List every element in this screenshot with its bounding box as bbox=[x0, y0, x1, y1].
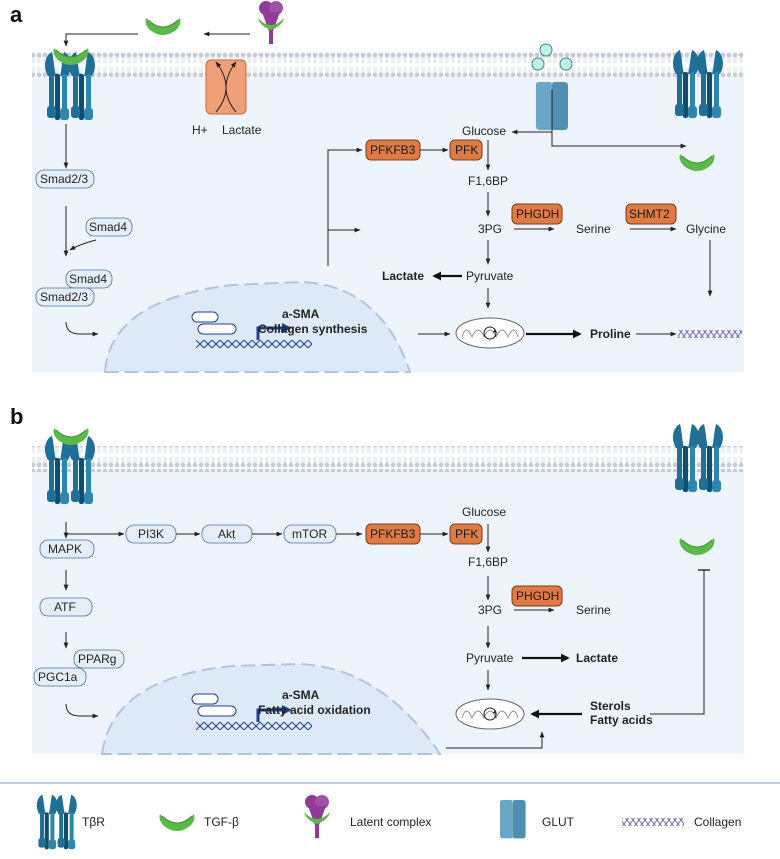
mapk-label: MAPK bbox=[48, 542, 82, 556]
mapk-box bbox=[39, 539, 95, 559]
legend-item-latent: Latent complex bbox=[304, 795, 431, 838]
lactate-transporter bbox=[205, 59, 247, 115]
fatty-acids-label: Fatty acids bbox=[590, 713, 653, 727]
pfk-box-b bbox=[449, 523, 483, 545]
nucleus-b-line1: a-SMA bbox=[282, 688, 320, 702]
panel-label-a: a bbox=[10, 2, 23, 27]
lactate-label-b: Lactate bbox=[576, 651, 618, 665]
smad4-top-box bbox=[85, 217, 133, 237]
pyruvate-label-b: Pyruvate bbox=[466, 651, 514, 665]
smad23-box bbox=[35, 169, 95, 189]
pfk-label-a: PFK bbox=[455, 143, 478, 157]
mitochondrion-icon bbox=[455, 698, 525, 730]
smad23-2-box bbox=[35, 287, 95, 307]
legend-item-glut: GLUT bbox=[500, 800, 575, 839]
proline-label: Proline bbox=[590, 327, 631, 341]
glucose-label-a: Glucose bbox=[462, 124, 506, 138]
pparg-label: PPARg bbox=[78, 652, 116, 666]
glucose-molecule-icon bbox=[539, 43, 553, 57]
membrane-a bbox=[32, 52, 744, 78]
membrane-b bbox=[32, 446, 744, 472]
smad23-label: Smad2/3 bbox=[40, 172, 88, 186]
serine-label-a: Serine bbox=[576, 222, 611, 236]
pyruvate-label-a: Pyruvate bbox=[466, 269, 514, 283]
shmt2-label: SHMT2 bbox=[629, 207, 670, 221]
phgdh-box-b bbox=[511, 585, 563, 607]
panel-a: a H+ Lactate Smad2/3 Smad4 bbox=[10, 1, 744, 373]
pgc1a-label: PGC1a bbox=[38, 670, 78, 684]
legend: TβR TGF-β Latent complex GLUT Collagen bbox=[37, 795, 741, 849]
receptor-icon bbox=[37, 795, 77, 849]
phgdh-box-a bbox=[511, 203, 563, 225]
mitochondrion-icon bbox=[455, 317, 525, 349]
glucose-molecule-icon bbox=[531, 57, 545, 71]
latent-complex-icon bbox=[304, 795, 330, 838]
akt-label: Akt bbox=[218, 527, 236, 541]
glucose-molecule-icon bbox=[559, 57, 573, 71]
pfkfb3-label-a: PFKFB3 bbox=[370, 143, 416, 157]
atf-box bbox=[39, 597, 93, 617]
pfk-label-b: PFK bbox=[455, 527, 478, 541]
nucleus-a-line2: Collagen synthesis bbox=[258, 322, 368, 336]
glycine-label: Glycine bbox=[686, 222, 726, 236]
pi3k-label: PI3K bbox=[138, 527, 164, 541]
tgf-beta-icon bbox=[53, 427, 89, 446]
legend-item-collagen: Collagen bbox=[622, 815, 741, 829]
legend-label-glut: GLUT bbox=[542, 815, 575, 829]
pparg-box bbox=[73, 649, 125, 669]
lactate-channel-label: Lactate bbox=[222, 123, 262, 137]
smad4-box bbox=[65, 269, 113, 289]
legend-item-tgf: TGF-β bbox=[159, 813, 239, 832]
atf-label: ATF bbox=[54, 600, 76, 614]
f16bp-label-b: F1,6BP bbox=[468, 555, 508, 569]
glucose-label-b: Glucose bbox=[462, 505, 506, 519]
smad4-top-label: Smad4 bbox=[89, 220, 127, 234]
panel-label-b: b bbox=[10, 404, 23, 429]
tgf-beta-icon bbox=[159, 813, 195, 832]
serine-label-b: Serine bbox=[576, 603, 611, 617]
latent-complex-icon bbox=[258, 1, 284, 44]
pfk-box-a bbox=[449, 139, 483, 161]
3pg-label-a: 3PG bbox=[478, 222, 502, 236]
pfkfb3-label-b: PFKFB3 bbox=[370, 527, 416, 541]
phgdh-label-b: PHGDH bbox=[516, 589, 559, 603]
lactate-label-a: Lactate bbox=[382, 269, 424, 283]
legend-label-tgf: TGF-β bbox=[204, 815, 239, 829]
smad23-2-label: Smad2/3 bbox=[40, 290, 88, 304]
legend-label-tbr: TβR bbox=[82, 815, 105, 829]
legend-label-latent: Latent complex bbox=[350, 815, 431, 829]
tgf-beta-icon bbox=[145, 17, 181, 36]
hplus-label: H+ bbox=[192, 123, 208, 137]
sterols-label: Sterols bbox=[590, 699, 631, 713]
glut-icon bbox=[500, 800, 526, 839]
panel-b: b PI3K Akt mTOR PFKFB3 PFK MAPK ATF PPAR… bbox=[10, 404, 744, 755]
smad4-label: Smad4 bbox=[69, 272, 107, 286]
legend-label-collagen: Collagen bbox=[694, 815, 741, 829]
phgdh-label-a: PHGDH bbox=[516, 207, 559, 221]
collagen-icon bbox=[678, 330, 742, 338]
f16bp-label-a: F1,6BP bbox=[468, 174, 508, 188]
pgc1a-box bbox=[33, 667, 87, 687]
mtor-label: mTOR bbox=[292, 527, 327, 541]
legend-item-tbr: TβR bbox=[37, 795, 105, 849]
shmt2-box bbox=[625, 203, 677, 225]
nucleus-b-line2: Fatty acid oxidation bbox=[258, 703, 371, 717]
nucleus-a-line1: a-SMA bbox=[282, 307, 320, 321]
3pg-label-b: 3PG bbox=[478, 603, 502, 617]
collagen-icon bbox=[622, 818, 684, 826]
